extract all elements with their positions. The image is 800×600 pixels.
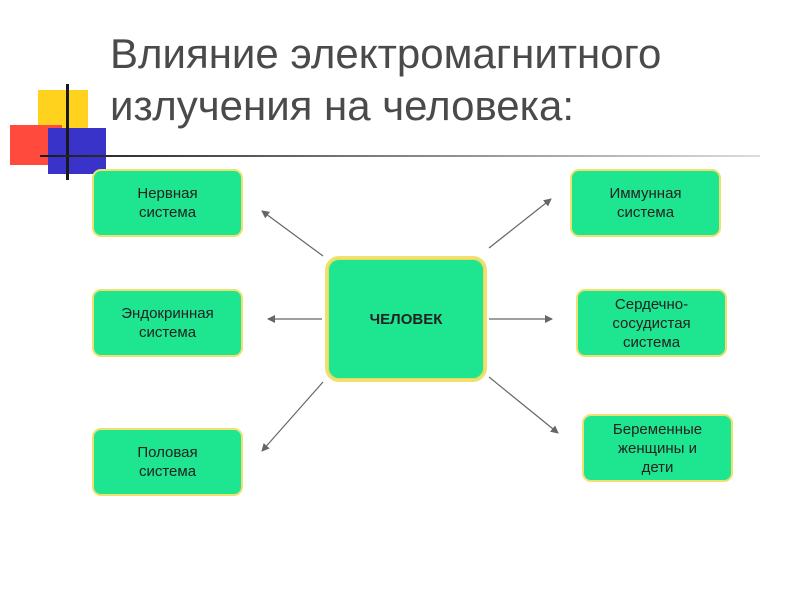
title-underline-decoration xyxy=(40,155,760,157)
arrow-to-nervnaya xyxy=(261,210,324,257)
blue-square-decoration xyxy=(48,128,106,174)
slide-title: Влияние электромагнитного излучения на ч… xyxy=(110,30,662,129)
arrow-to-immunnaya xyxy=(488,198,552,249)
node-polovaya-sistema: Половая система xyxy=(92,428,243,496)
node-serdechno-sosudistaya-sistema: Сердечно- сосудистая система xyxy=(576,289,727,357)
node-chelovek-center: ЧЕЛОВЕК xyxy=(325,256,487,382)
arrow-to-polovaya xyxy=(261,381,324,452)
vertical-rule-decoration xyxy=(66,84,69,180)
arrow-to-beremennye xyxy=(488,376,559,434)
node-endokrinnaya-sistema: Эндокринная система xyxy=(92,289,243,357)
node-immunnaya-sistema: Иммунная система xyxy=(570,169,721,237)
node-nervnaya-sistema: Нервная система xyxy=(92,169,243,237)
node-beremennye-zhenshchiny-i-deti: Беременные женщины и дети xyxy=(582,414,733,482)
